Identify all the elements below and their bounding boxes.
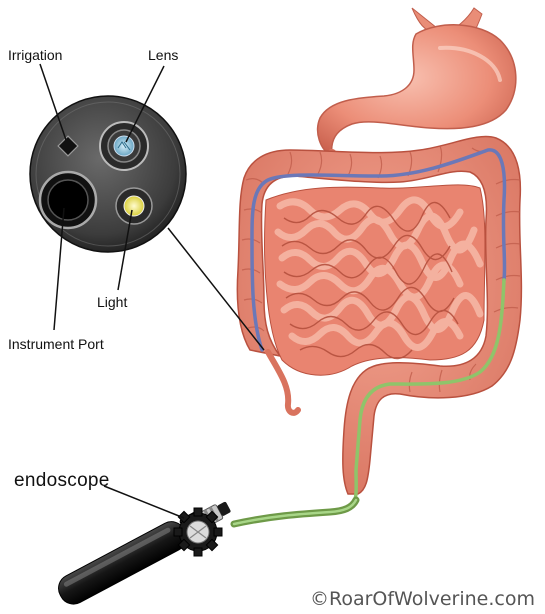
endoscope-handle (54, 493, 236, 609)
lens (100, 122, 148, 170)
light-label: Light (97, 294, 127, 310)
small-intestine (265, 185, 485, 375)
scope-tip (30, 96, 186, 252)
scope-tip-callout (30, 64, 264, 518)
endoscope-leader (104, 486, 184, 518)
irrigation-label: Irrigation (8, 47, 62, 63)
lens-label: Lens (148, 47, 178, 63)
instrument-port (40, 172, 96, 228)
endoscope-label: endoscope (14, 470, 110, 492)
copyright-credit: ©RoarOfWolverine.com (310, 588, 535, 610)
instrument-port-label: Instrument Port (8, 336, 104, 352)
light (116, 188, 152, 224)
